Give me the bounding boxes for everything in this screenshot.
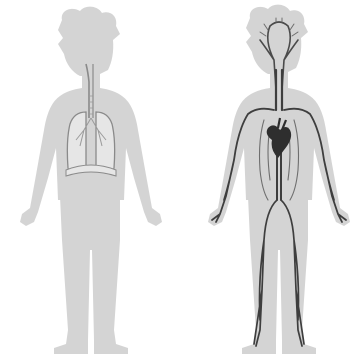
hair-shape — [58, 7, 120, 76]
neck — [270, 68, 288, 90]
neck — [82, 70, 100, 90]
hair-shape — [246, 5, 308, 74]
circulatory-figure — [180, 0, 359, 357]
circulatory-diagram — [180, 0, 359, 357]
child-silhouette — [20, 7, 162, 354]
legs — [54, 196, 128, 354]
respiratory-diagram — [0, 0, 179, 357]
respiratory-figure — [0, 0, 179, 357]
legs — [242, 196, 316, 354]
